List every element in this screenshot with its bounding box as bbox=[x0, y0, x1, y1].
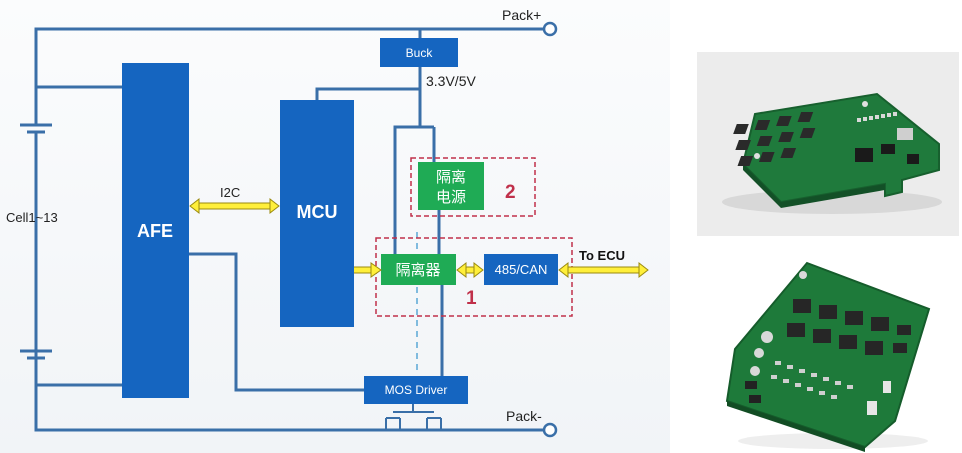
isolator-transceiver-bus-arrow bbox=[456, 261, 484, 279]
mos-driver-label: MOS Driver bbox=[385, 383, 448, 397]
pack-plus-rail bbox=[34, 27, 549, 112]
bms-board-photo-large bbox=[697, 52, 959, 236]
transceiver-block: 485/CAN bbox=[484, 254, 558, 285]
option-2-dashed-box bbox=[410, 157, 536, 217]
cell-battery-symbol-bottom bbox=[20, 349, 52, 360]
i2c-bus-arrow bbox=[189, 197, 280, 215]
option-1-dashed-box bbox=[375, 237, 573, 317]
mcu-block: MCU bbox=[280, 100, 354, 327]
pack-minus-label: Pack- bbox=[506, 408, 542, 424]
mos-driver-block: MOS Driver bbox=[364, 376, 468, 404]
block-diagram-panel: AFE MCU Buck 隔离 电源 隔离器 485/CAN MOS Drive… bbox=[0, 0, 670, 453]
pack-plus-label: Pack+ bbox=[502, 7, 541, 23]
to-ecu-label: To ECU bbox=[579, 248, 625, 263]
buck-output-wire bbox=[315, 67, 422, 100]
transceiver-label: 485/CAN bbox=[495, 262, 548, 277]
pack-minus-terminal bbox=[542, 422, 558, 438]
wires bbox=[34, 27, 549, 432]
afe-to-mos-driver-wire bbox=[189, 252, 364, 392]
isolator-block: 隔离器 bbox=[381, 254, 456, 285]
pack-minus-rail bbox=[34, 325, 549, 432]
bms-block-diagram: AFE MCU Buck 隔离 电源 隔离器 485/CAN MOS Drive… bbox=[6, 7, 649, 438]
buck-block: Buck bbox=[380, 38, 458, 67]
option-1-number: 1 bbox=[466, 288, 477, 309]
bms-board-photo-small bbox=[715, 251, 945, 453]
bms-board-small-illustration bbox=[715, 251, 945, 453]
buck-label: Buck bbox=[406, 46, 434, 60]
supply-branch-wire bbox=[393, 89, 422, 258]
supply-voltage-label: 3.3V/5V bbox=[426, 73, 476, 89]
mcu-label: MCU bbox=[297, 202, 338, 222]
pack-plus-terminal bbox=[542, 21, 558, 37]
isolated-power-label-line2: 电源 bbox=[436, 189, 466, 206]
isolator-label: 隔离器 bbox=[395, 262, 440, 279]
cell-battery-symbol-top bbox=[20, 123, 52, 134]
isolated-power-label-line1: 隔离 bbox=[436, 169, 466, 186]
mosfet-switch-icon bbox=[385, 417, 442, 430]
option-2-number: 2 bbox=[505, 182, 516, 203]
mcu-isolator-bus-arrow bbox=[354, 262, 382, 278]
cell-range-label: Cell1~13 bbox=[6, 210, 58, 225]
i2c-label: I2C bbox=[220, 185, 240, 200]
afe-label: AFE bbox=[137, 221, 173, 241]
isolated-power-block: 隔离 电源 bbox=[418, 162, 484, 210]
bms-board-large-illustration bbox=[697, 52, 959, 236]
afe-block: AFE bbox=[122, 63, 189, 398]
ecu-bus-arrow bbox=[558, 261, 649, 279]
